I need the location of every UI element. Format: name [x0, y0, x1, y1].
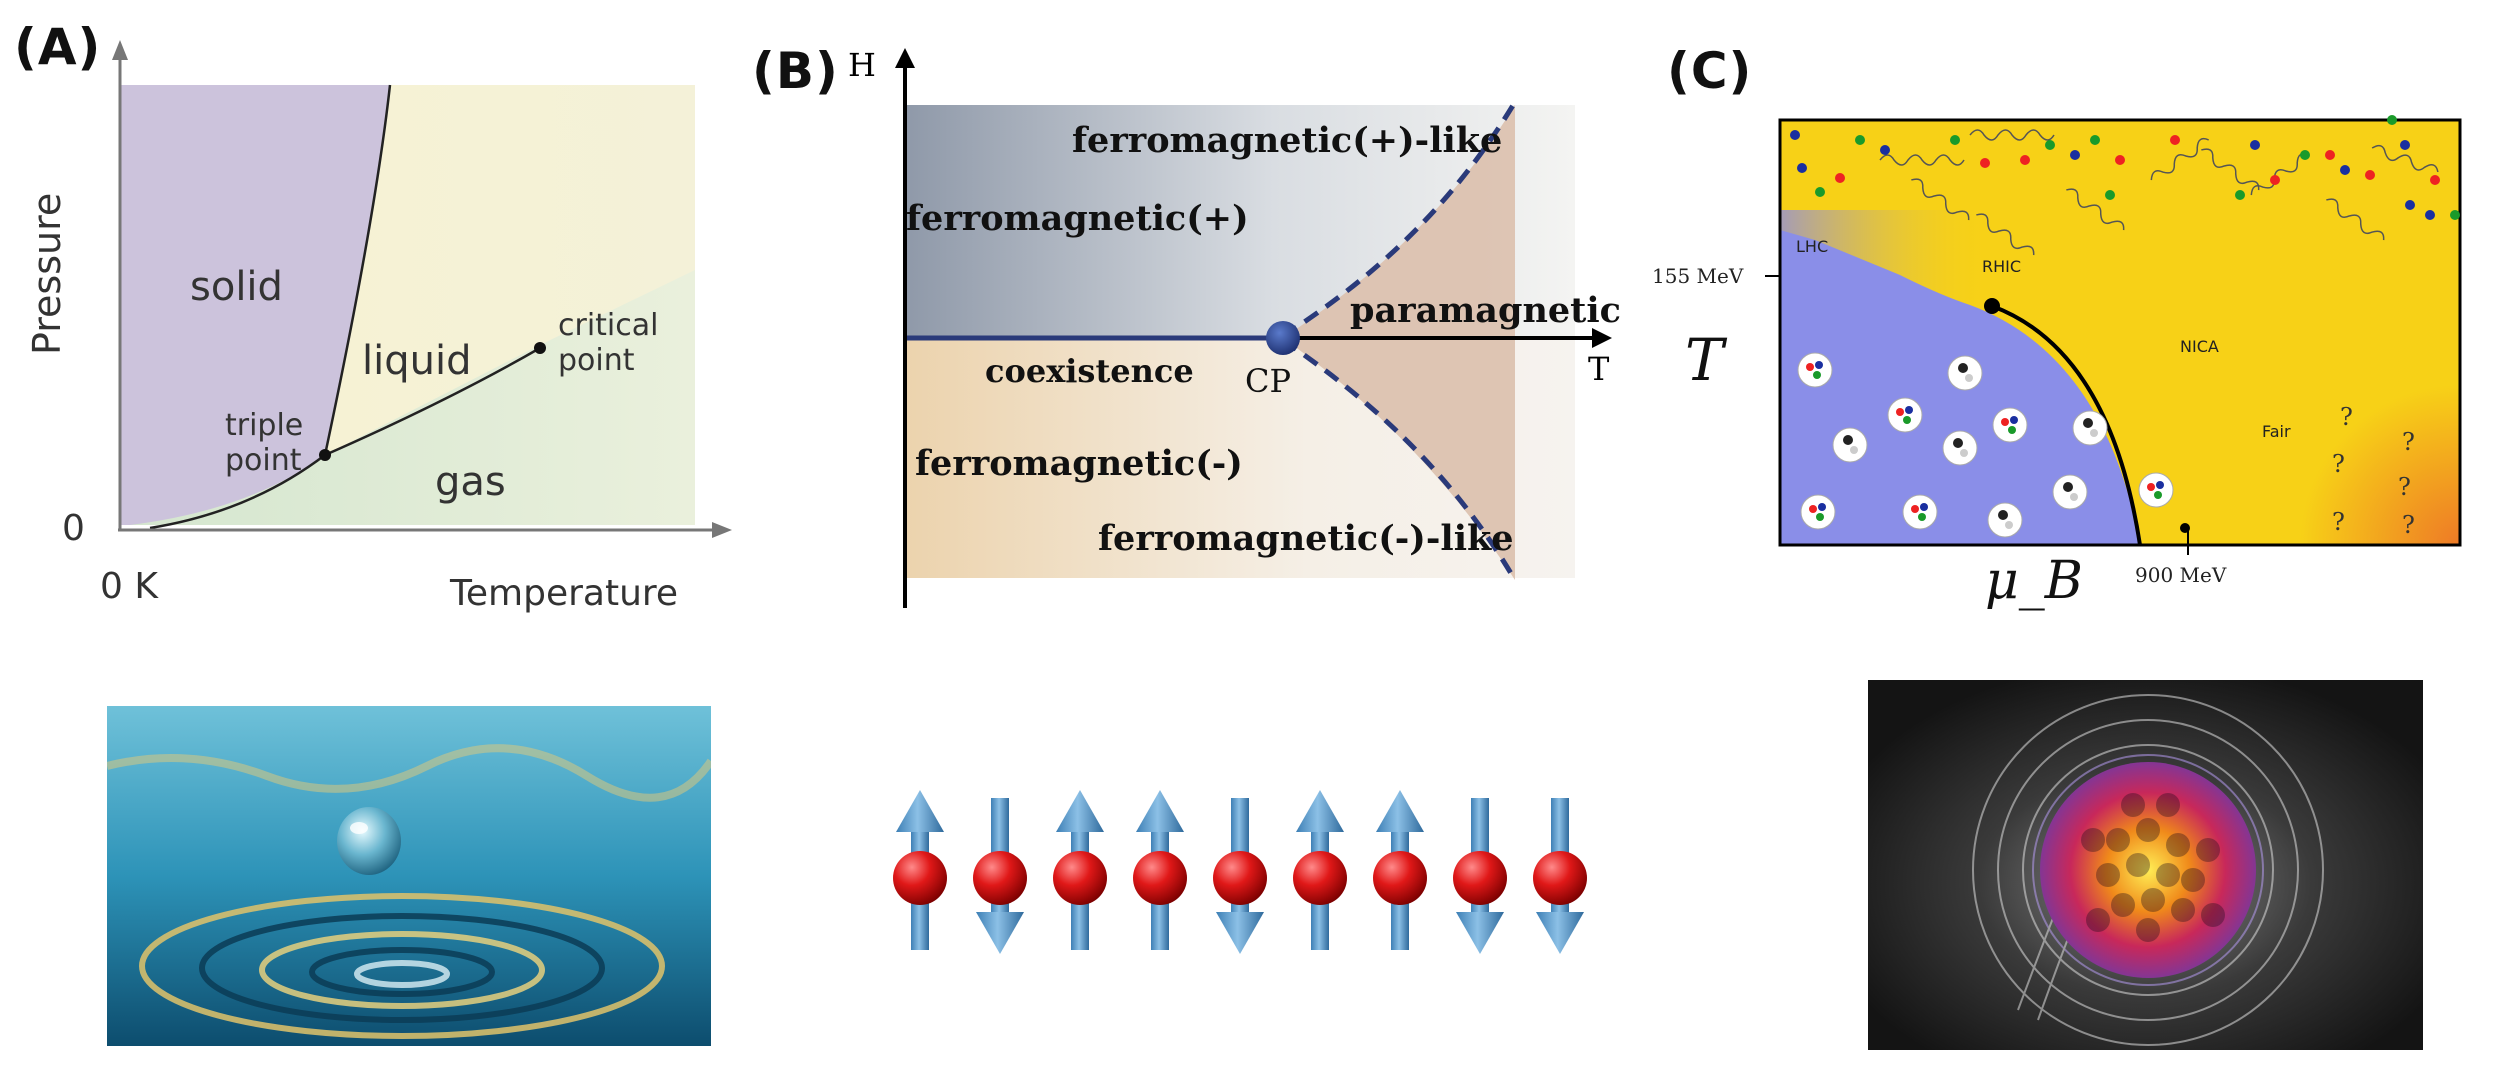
fair-label: Fair [2262, 422, 2291, 441]
y-axis-arrow [112, 40, 128, 60]
panel-c-label: (C) [1667, 42, 1753, 100]
question-mark-6: ? [2402, 511, 2415, 539]
paramagnetic-label: paramagnetic [1350, 290, 1621, 331]
question-mark-1: ? [2340, 403, 2353, 431]
water-drop-photo [107, 706, 711, 1046]
panel-a-phase-diagram: Pressure Temperature 0 0 K solid liquid … [25, 40, 732, 614]
critical-label-1: critical [558, 308, 658, 343]
triple-label-1: triple [225, 408, 303, 443]
critical-point-marker [1266, 321, 1300, 355]
triple-label-2: point [225, 443, 302, 478]
question-mark-3: ? [2332, 450, 2345, 478]
nica-label: NICA [2180, 337, 2219, 356]
melting-curve [323, 84, 392, 456]
upper-crossover-line [1281, 100, 1518, 339]
gluon-springs [1879, 129, 2439, 256]
rhic-label: RHIC [1982, 257, 2021, 276]
question-mark-4: ? [2398, 473, 2411, 501]
y-axis-label: Pressure [25, 193, 69, 355]
critical-end-point [1984, 298, 2000, 314]
gas-region [120, 270, 695, 525]
panel-c-qcd-diagram: ? ? ? ? ? ? LHC RHIC NICA Fair 155 MeV 9… [1652, 115, 2462, 611]
coexistence-label: coexistence [985, 352, 1194, 390]
panel-b-label: (B) [752, 42, 839, 100]
t-tick-label: 155 MeV [1652, 264, 1744, 288]
lower-crossover-line [1281, 337, 1518, 582]
fm-plus-label: ferromagnetic(+) [906, 198, 1249, 239]
fm-minus-label: ferromagnetic(-) [915, 443, 1243, 484]
gas-label: gas [435, 459, 506, 505]
critical-point-dot [534, 342, 546, 354]
plot-frame [1778, 118, 2462, 547]
x-axis-label: Temperature [449, 573, 678, 614]
mu-tick-label: 900 MeV [2135, 563, 2227, 587]
spin-chain-illustration [893, 790, 1587, 954]
liquid-label: liquid [362, 338, 471, 384]
solid-label: solid [190, 264, 283, 310]
fm-plus-like-label: ferromagnetic(+)-like [1072, 120, 1502, 161]
triple-point-dot [319, 449, 331, 461]
mu-tick-dot [2180, 523, 2190, 533]
mu-axis-label: μ_B [1985, 551, 2083, 611]
panel-a-label: (A) [14, 18, 102, 76]
fm-minus-like-label: ferromagnetic(-)-like [1098, 518, 1514, 559]
paramagnetic-region [1283, 105, 1515, 580]
t-axis-label-c: T [1685, 326, 1728, 394]
t-axis-label: T [1588, 350, 1610, 388]
nucleus-collision-illustration [1868, 680, 2423, 1050]
h-axis-arrow [895, 48, 915, 68]
question-mark-5: ? [2332, 508, 2345, 536]
hadron-bubbles [1797, 352, 2174, 538]
vaporization-curve [324, 346, 541, 457]
question-mark-2: ? [2402, 428, 2415, 456]
x-axis-arrow [712, 522, 732, 538]
critical-label-2: point [558, 343, 635, 378]
phase-boundary-line [1991, 304, 2142, 546]
quark-dots [1790, 115, 2460, 220]
sublimation-curve [149, 454, 326, 530]
cp-label: CP [1245, 362, 1291, 400]
origin-y-label: 0 [62, 508, 85, 549]
h-axis-label: H [848, 46, 876, 84]
orange-corner [2300, 385, 2460, 545]
solid-region [120, 85, 390, 525]
origin-x-label: 0 K [100, 566, 159, 607]
t-axis-arrow [1592, 328, 1612, 348]
lhc-label: LHC [1796, 237, 1828, 256]
panel-b-phase-diagram: H T ferromagnetic(+)-like ferromagnetic(… [848, 46, 1621, 608]
